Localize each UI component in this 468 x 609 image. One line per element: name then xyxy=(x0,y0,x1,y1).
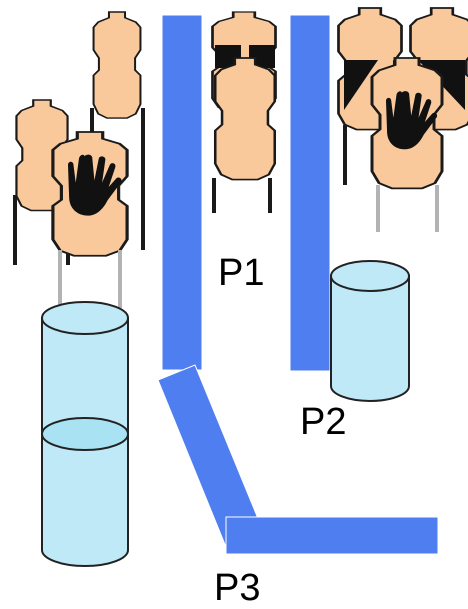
target-center xyxy=(211,10,277,213)
label-p1: P1 xyxy=(218,252,264,294)
barrel-right-top xyxy=(330,260,410,292)
barrel-lower-top xyxy=(41,417,129,451)
label-p3: P3 xyxy=(214,567,260,609)
wall-panel-left xyxy=(161,14,203,371)
target-group-left xyxy=(13,10,145,308)
no-shoot-corner xyxy=(344,60,378,110)
target-center-front xyxy=(213,56,277,181)
barrel-right xyxy=(330,260,410,402)
barrel-stack xyxy=(41,301,129,567)
barrel-lower xyxy=(41,434,129,567)
barrel-upper-top xyxy=(41,301,129,335)
target-back-left xyxy=(92,10,142,120)
wall-panel-right xyxy=(289,14,331,372)
wall-panel-bottom xyxy=(225,516,439,555)
target-group-right xyxy=(337,6,468,232)
barrel-right-body xyxy=(330,275,410,402)
label-p2: P2 xyxy=(300,401,346,443)
